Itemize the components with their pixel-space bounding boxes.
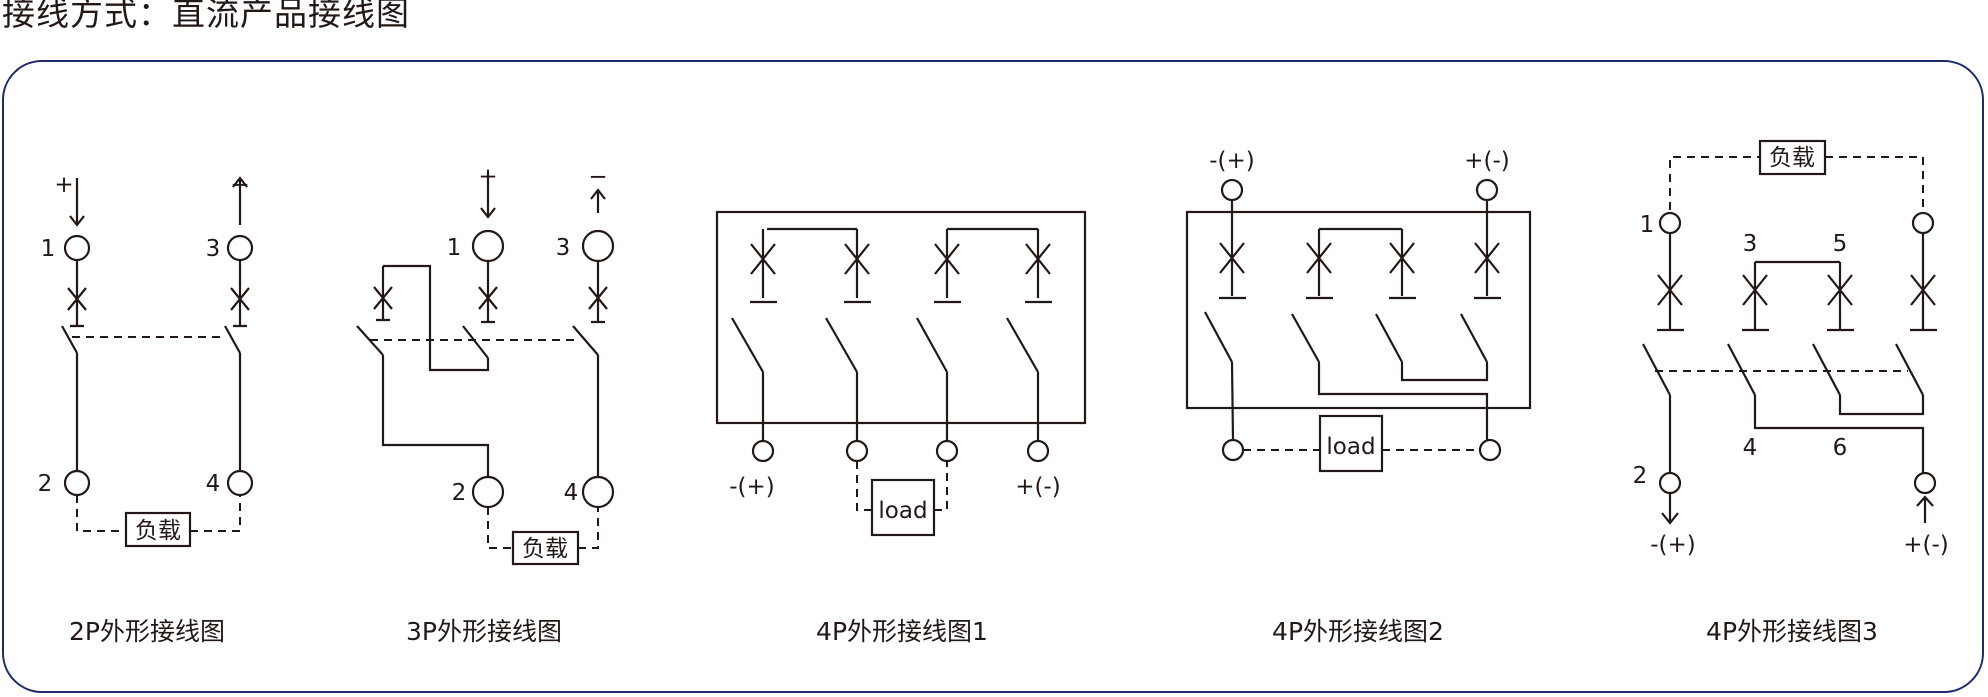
diagram-caption: 3P外形接线图 — [406, 617, 562, 646]
pole-3-wire — [591, 261, 605, 478]
diagram-caption: 2P外形接线图 — [69, 617, 225, 646]
polarity-right: +(-) — [1464, 148, 1510, 174]
terminal — [1221, 438, 1245, 462]
terminal-label-1: 1 — [41, 236, 56, 262]
load-wire — [76, 495, 241, 532]
switch-contact — [224, 325, 241, 354]
diagram-caption: 4P外形接线图2 — [1272, 617, 1444, 646]
arrow-up-icon — [232, 176, 248, 225]
terminal-label-5: 5 — [1833, 231, 1848, 257]
switch-contact — [61, 325, 78, 354]
minus-sign: − — [588, 164, 607, 190]
output-wires — [1230, 361, 1489, 441]
terminal-label-2: 2 — [1633, 463, 1648, 489]
diagram-caption: 4P外形接线图3 — [1706, 617, 1878, 646]
plus-sign: + — [54, 172, 73, 198]
pole-contacts — [1219, 200, 1501, 300]
arrow-down-icon — [1661, 493, 1679, 525]
terminal-label-4: 4 — [206, 471, 221, 497]
breaker-body — [715, 210, 1087, 425]
load-label: 负载 — [1769, 145, 1815, 171]
terminal-2 — [471, 475, 505, 509]
polarity-left: -(+) — [729, 474, 775, 500]
terminal-2 — [63, 469, 91, 497]
terminal — [1026, 439, 1050, 463]
terminal-label-4: 4 — [564, 480, 579, 506]
diagram-4p-3: 负载 1 3 5 4 6 2 -(+) +(-) 4P外形接线图3 — [1633, 139, 1949, 646]
terminal-2 — [1658, 471, 1682, 495]
switch-contacts — [1204, 311, 1488, 363]
diagram-panel — [2, 60, 1984, 693]
pole-1-wire — [356, 325, 490, 478]
load-wire — [856, 461, 948, 511]
terminal — [935, 439, 959, 463]
diagram-3p: + − 1 3 2 4 负载 3P外形接线图 — [356, 164, 615, 646]
jumper-wire — [376, 264, 490, 372]
polarity-left: -(+) — [1209, 148, 1255, 174]
pole-contacts — [1657, 233, 1937, 332]
load-wire — [487, 507, 599, 549]
pole-contacts — [750, 229, 1052, 304]
load-box — [1758, 139, 1827, 176]
load-wire — [1669, 156, 1924, 210]
terminal-label-1: 1 — [1640, 212, 1655, 238]
diagram-4p-1: -(+) +(-) load 4P外形接线图1 — [715, 210, 1087, 646]
arrow-up-icon — [590, 188, 606, 213]
terminal — [845, 439, 869, 463]
load-label: 负载 — [135, 518, 181, 544]
switch-contacts — [1642, 343, 1924, 396]
terminal-4 — [581, 475, 615, 509]
terminal — [1478, 438, 1502, 462]
pole-1-wire — [70, 260, 84, 470]
pole-2-wire — [481, 261, 495, 324]
terminal-1 — [1658, 211, 1682, 235]
load-box — [1318, 414, 1384, 473]
terminal — [1913, 471, 1937, 495]
diagram-4p-2: -(+) +(-) load 4P外形接线图2 — [1185, 148, 1532, 646]
switch-contact — [462, 325, 489, 359]
load-box — [124, 511, 192, 548]
terminal-4 — [226, 469, 254, 497]
output-wires — [1668, 395, 1925, 473]
load-box — [870, 478, 936, 537]
terminal — [751, 439, 775, 463]
polarity-right: +(-) — [1015, 474, 1061, 500]
load-label: 负载 — [522, 536, 568, 562]
terminal-label-6: 6 — [1833, 435, 1848, 461]
terminal-1 — [471, 229, 505, 263]
arrow-down-icon — [69, 178, 85, 227]
terminal-label-4: 4 — [1743, 435, 1758, 461]
diagram-caption: 4P外形接线图1 — [816, 617, 988, 646]
terminal — [1911, 211, 1935, 235]
terminal-label-2: 2 — [38, 471, 53, 497]
terminal-label-2: 2 — [452, 480, 467, 506]
terminal-3 — [581, 229, 615, 263]
arrow-up-icon — [1916, 495, 1934, 523]
terminal-label-3: 3 — [556, 235, 571, 261]
polarity-left: -(+) — [1650, 532, 1696, 558]
terminal-label-3: 3 — [1743, 231, 1758, 257]
switch-contacts — [731, 317, 1039, 373]
output-wires — [761, 372, 1040, 441]
switch-contact — [572, 325, 599, 356]
load-label: load — [878, 498, 927, 524]
polarity-right: +(-) — [1903, 532, 1949, 558]
page-title: 接线方式：直流产品接线图 — [2, 0, 410, 33]
load-label: load — [1326, 434, 1375, 460]
terminal — [1220, 178, 1244, 202]
pole-2-wire — [233, 260, 247, 470]
terminal-1 — [63, 234, 91, 262]
terminal-3 — [226, 234, 254, 262]
breaker-body — [1185, 210, 1532, 410]
terminal — [1475, 178, 1499, 202]
terminal-label-3: 3 — [206, 236, 221, 262]
terminal-label-1: 1 — [447, 235, 462, 261]
diagram-2p: + − 1 3 2 4 负载 2P外形接线图 — [38, 172, 254, 646]
load-box — [511, 530, 580, 566]
arrow-down-icon — [480, 172, 496, 219]
